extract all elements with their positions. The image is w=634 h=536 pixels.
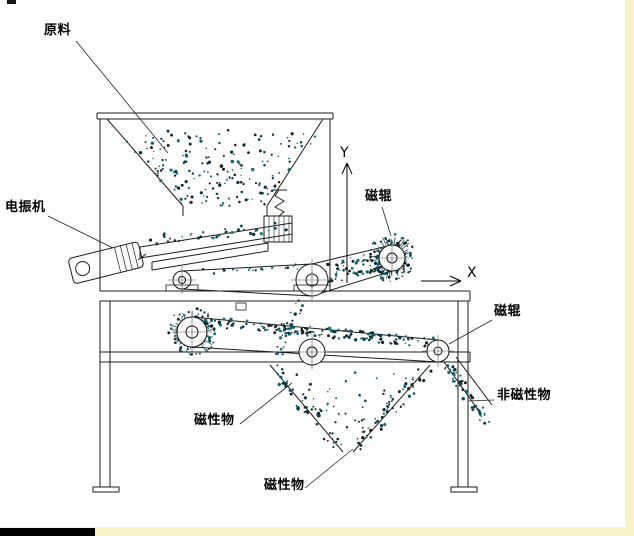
label-non-magnetic: 非磁性物: [497, 388, 552, 403]
label-y-axis: Y: [340, 145, 349, 161]
leader-lines: [47, 40, 495, 489]
material-particles: [125, 129, 491, 451]
x-axis-arrow: [449, 275, 462, 287]
leader-non-magnetic: [467, 399, 495, 402]
upper-belt: [181, 244, 393, 297]
rollers: [172, 244, 450, 366]
label-x-axis: X: [467, 265, 477, 281]
leader-magnetic-left: [239, 382, 293, 425]
label-vibrator: 电振机: [5, 200, 46, 215]
leader-roller-top: [381, 206, 392, 237]
label-magnetic-roller-right: 磁辊: [494, 304, 522, 319]
vibrator: [68, 241, 144, 284]
hopper: [96, 112, 334, 291]
y-axis-arrow: [341, 162, 353, 175]
corner-mark: [7, 0, 16, 4]
frame: [92, 290, 478, 493]
axes: [341, 162, 462, 287]
bottom-black-bar: [0, 528, 95, 536]
label-magnetic-roller-top: 磁辊: [365, 189, 393, 204]
leader-roller-right: [448, 319, 493, 345]
leader-magnetic-bottom: [304, 448, 354, 489]
leader-vibrator: [47, 215, 114, 249]
label-magnetic-left: 磁性物: [194, 413, 235, 428]
vibrator-link: [137, 253, 147, 261]
discharge-chutes: [269, 356, 493, 453]
label-raw-material: 原料: [44, 23, 72, 38]
mounting-blocks: [165, 284, 331, 311]
leader-raw-material: [75, 40, 169, 154]
label-magnetic-bottom: 磁性物: [264, 478, 305, 493]
feeder-tray: [139, 189, 293, 271]
center-marks: [168, 240, 454, 370]
